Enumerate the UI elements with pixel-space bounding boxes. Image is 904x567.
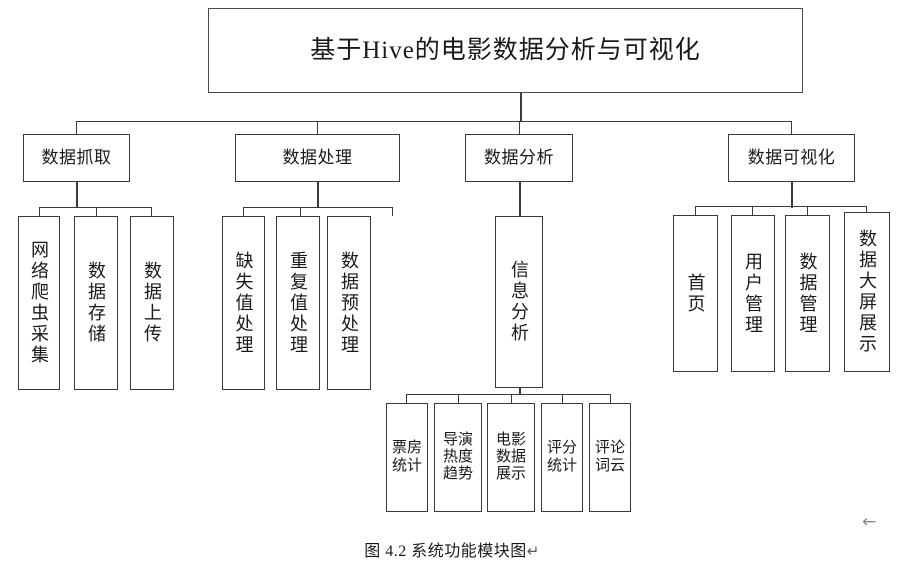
connector-process-drop-3 <box>392 207 393 216</box>
connector-process-trunk <box>317 182 319 208</box>
node-data-management: 数据管理 <box>785 215 830 372</box>
node-user-management: 用户管理 <box>731 215 775 372</box>
connector-analysis-leaf-drop-4 <box>562 394 563 403</box>
connector-visual-drop-1 <box>695 206 696 215</box>
connector-visual-drop-4 <box>866 206 867 212</box>
node-movie-data-display: 电影数据展示 <box>487 403 535 512</box>
node-movie-data-display-label: 电影数据展示 <box>495 431 526 483</box>
node-missing-value-handling: 缺失值处理 <box>222 216 265 390</box>
connector-analysis-leaf-drop-3 <box>511 394 512 403</box>
connector-crawl-bus <box>39 207 152 208</box>
connector-drop-crawl <box>76 121 77 134</box>
node-data-preprocessing: 数据预处理 <box>327 216 371 390</box>
node-data-processing: 数据处理 <box>235 134 400 182</box>
connector-drop-process <box>317 121 318 134</box>
connector-drop-visual <box>791 121 792 134</box>
connector-visual-drop-3 <box>807 206 808 215</box>
connector-analysis-sub-trunk <box>519 388 521 395</box>
node-data-storage: 数据存储 <box>74 216 118 390</box>
connector-visual-bus <box>695 206 867 207</box>
connector-level2-bus <box>76 121 792 122</box>
node-information-analysis: 信息分析 <box>495 216 543 388</box>
node-comment-wordcloud: 评论词云 <box>589 403 631 512</box>
paragraph-return-icon: ↵ <box>526 542 540 560</box>
node-web-crawler-collection: 网络爬虫采集 <box>18 216 60 390</box>
connector-visual-trunk <box>791 182 793 208</box>
node-big-screen-display: 数据大屏展示 <box>844 212 890 372</box>
node-duplicate-value-handling: 重复值处理 <box>276 216 320 390</box>
connector-analysis-leaf-drop-1 <box>406 394 407 403</box>
connector-process-drop-1 <box>243 207 244 216</box>
node-director-popularity-trend: 导演热度趋势 <box>434 403 482 512</box>
connector-drop-analysis <box>519 121 520 134</box>
node-boxoffice-stats-label: 票房统计 <box>391 440 422 474</box>
node-root-title: 基于Hive的电影数据分析与可视化 <box>208 8 803 93</box>
node-data-visualization: 数据可视化 <box>728 134 855 182</box>
node-home-page: 首页 <box>673 215 718 372</box>
connector-root-trunk <box>520 93 522 122</box>
figure-caption: 图 4.2 系统功能模块图↵ <box>0 537 904 561</box>
node-boxoffice-stats: 票房统计 <box>386 403 428 512</box>
node-comment-wordcloud-label: 评论词云 <box>594 440 625 474</box>
node-rating-stats-label: 评分统计 <box>546 440 577 474</box>
node-data-analysis: 数据分析 <box>465 134 573 182</box>
connector-analysis-trunk <box>519 182 521 217</box>
node-director-popularity-trend-label: 导演热度趋势 <box>442 431 473 483</box>
connector-crawl-trunk <box>76 182 78 208</box>
connector-crawl-drop-2 <box>96 207 97 216</box>
node-data-upload: 数据上传 <box>130 216 174 390</box>
connector-process-bus <box>243 207 393 208</box>
left-arrow-icon: ← <box>862 512 877 532</box>
node-rating-stats: 评分统计 <box>541 403 583 512</box>
connector-analysis-leaf-drop-2 <box>458 394 459 403</box>
node-data-crawling: 数据抓取 <box>23 134 130 182</box>
connector-crawl-drop-1 <box>39 207 40 216</box>
connector-process-drop-2 <box>300 207 301 216</box>
connector-analysis-leaf-bus <box>406 394 611 395</box>
connector-crawl-drop-3 <box>151 207 152 216</box>
connector-analysis-leaf-drop-5 <box>610 394 611 403</box>
figure-caption-text: 图 4.2 系统功能模块图 <box>364 543 527 560</box>
connector-visual-drop-2 <box>752 206 753 215</box>
